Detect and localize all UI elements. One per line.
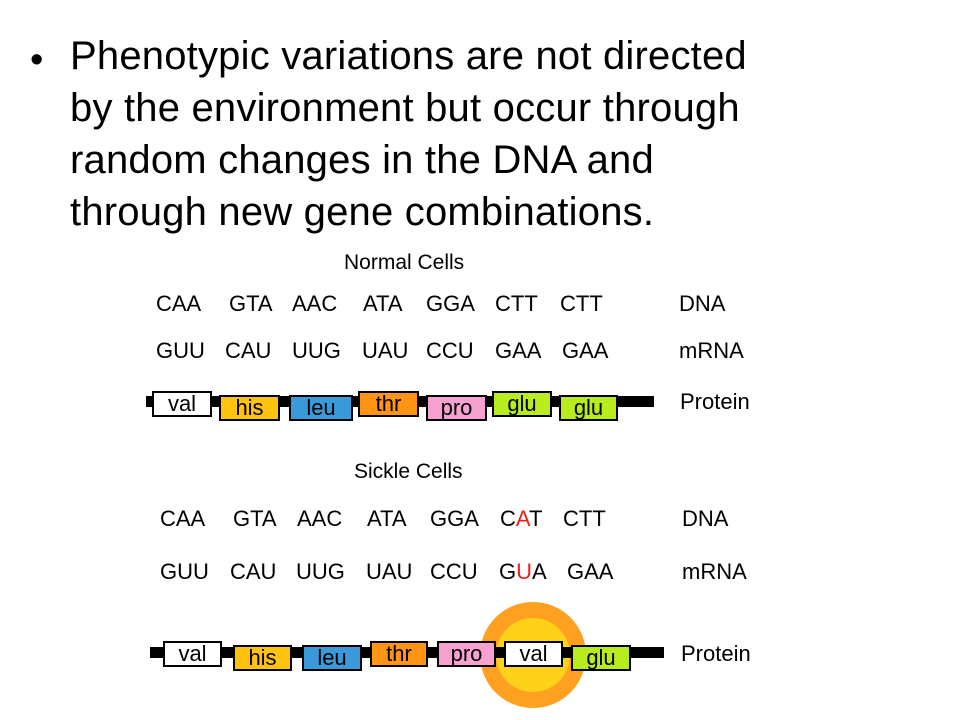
mrna-codon: UAU — [362, 338, 409, 363]
amino-acid-pro: pro — [437, 641, 496, 667]
normal-mrna-label: mRNA — [679, 338, 744, 363]
amino-acid-leu: leu — [289, 395, 353, 421]
amino-acid-his: his — [233, 645, 292, 671]
amino-acid-val: val — [152, 391, 212, 417]
amino-acid-thr: thr — [370, 641, 428, 667]
normal-protein-label: Protein — [680, 389, 750, 414]
amino-acid-leu: leu — [302, 645, 362, 671]
mutated-dna-base: A — [515, 506, 529, 531]
mrna-codon: UUG — [292, 338, 341, 363]
sickle-protein-label: Protein — [681, 641, 751, 666]
mrna-base: A — [532, 559, 547, 584]
bullet-line: Phenotypic variations are not directed — [70, 34, 747, 78]
amino-acid-val-mutant: val — [504, 641, 563, 667]
mrna-codon: UUG — [296, 559, 345, 584]
amino-acid-his: his — [219, 395, 280, 421]
dna-codon: CAA — [156, 291, 202, 316]
dna-codon: GTA — [229, 291, 273, 316]
sickle-cells-title: Sickle Cells — [354, 460, 463, 483]
dna-codon: AAC — [297, 506, 343, 531]
amino-acid-glu: glu — [571, 645, 631, 671]
mrna-codon: CCU — [430, 559, 478, 584]
dna-codon: ATA — [367, 506, 407, 531]
mrna-codon: GUU — [156, 338, 205, 363]
mrna-codon: UAU — [366, 559, 413, 584]
amino-acid-thr: thr — [358, 391, 419, 417]
mrna-codon: GAA — [567, 559, 614, 584]
mrna-codon: GUU — [160, 559, 209, 584]
mutated-mrna-base: U — [516, 559, 533, 584]
sickle-dna-label: DNA — [682, 506, 729, 531]
dna-base: C — [500, 506, 516, 531]
normal-dna-label: DNA — [679, 291, 726, 316]
dna-codon: AAC — [292, 291, 338, 316]
dna-base: T — [528, 506, 543, 531]
mutated-dna-codon: CAT — [500, 506, 542, 532]
dna-codon: CTT — [563, 506, 606, 531]
bullet-line: through new gene combinations. — [70, 190, 655, 234]
sickle-mrna-label: mRNA — [682, 559, 747, 584]
amino-acid-glu: glu — [492, 391, 552, 417]
mutated-mrna-codon: GUA — [499, 559, 547, 585]
normal-cells-title: Normal Cells — [344, 251, 465, 274]
mrna-codon: GAA — [562, 338, 609, 363]
mrna-codon: CAU — [230, 559, 277, 584]
bullet-text: Phenotypic variations are not directed b… — [70, 30, 930, 238]
dna-codon: ATA — [363, 291, 403, 316]
dna-codon: CTT — [495, 291, 538, 316]
dna-codon: GTA — [233, 506, 277, 531]
dna-codon: CTT — [560, 291, 603, 316]
amino-acid-pro: pro — [426, 395, 487, 421]
bullet-line: random changes in the DNA and — [70, 138, 654, 182]
bullet-marker: • — [30, 39, 44, 81]
amino-acid-glu: glu — [559, 395, 618, 421]
mrna-codon: CCU — [426, 338, 474, 363]
bullet-line: by the environment but occur through — [70, 86, 740, 130]
mrna-codon: CAU — [225, 338, 272, 363]
mrna-codon: GAA — [495, 338, 542, 363]
dna-codon: GGA — [430, 506, 479, 531]
bullet-point: • Phenotypic variations are not directed… — [30, 30, 930, 238]
dna-codon: CAA — [160, 506, 206, 531]
amino-acid-val: val — [163, 641, 222, 667]
mrna-base: G — [499, 559, 517, 584]
dna-codon: GGA — [426, 291, 475, 316]
